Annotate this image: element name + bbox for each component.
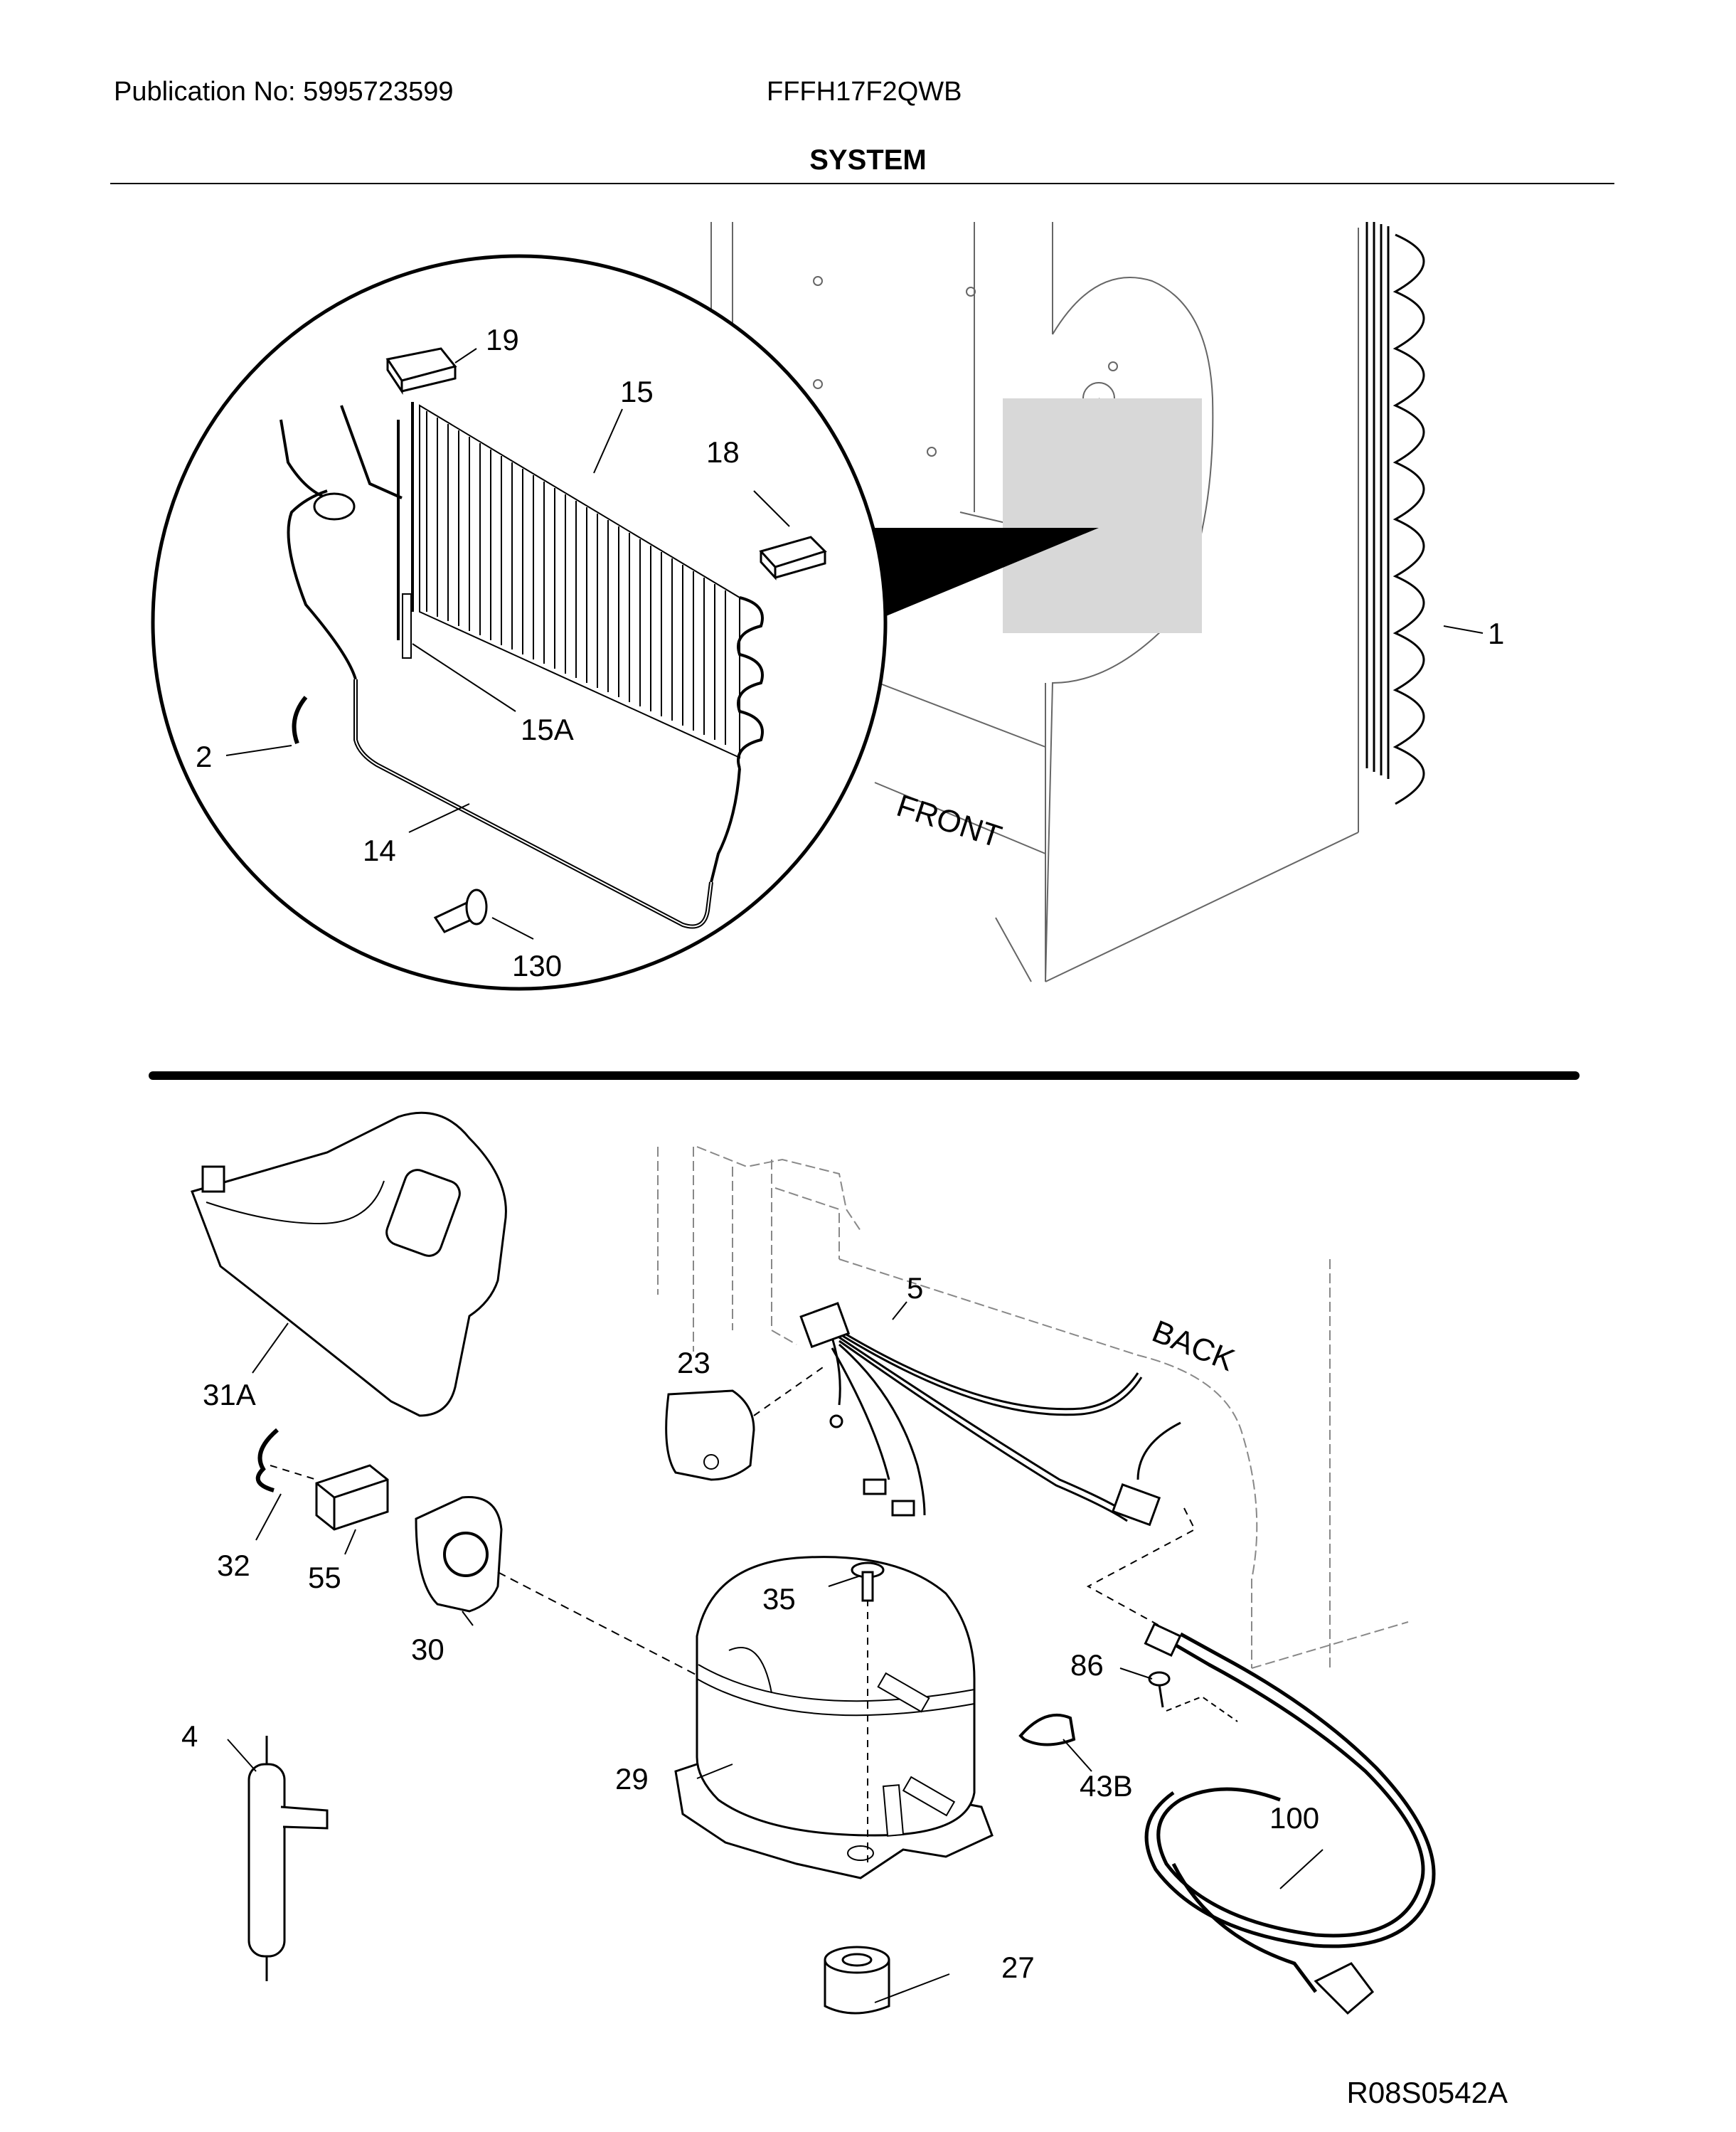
callout-15: 15 bbox=[620, 375, 654, 408]
insulation-block-19 bbox=[385, 347, 457, 395]
cord-connector bbox=[1144, 1622, 1182, 1658]
evaporator-opening-shading bbox=[1003, 398, 1202, 633]
model-number: FFFH17F2QWB bbox=[767, 77, 962, 107]
cord-plug bbox=[1314, 1962, 1375, 2015]
drain-pan-31a bbox=[191, 1111, 507, 1417]
front-label: FRONT bbox=[893, 788, 1006, 854]
relay-23 bbox=[665, 1389, 755, 1481]
callout-5: 5 bbox=[907, 1271, 923, 1305]
wiring-harness-5 bbox=[831, 1329, 1181, 1522]
callout-leader-1 bbox=[1443, 625, 1484, 634]
callout-19: 19 bbox=[486, 323, 519, 356]
callout-100: 100 bbox=[1269, 1801, 1319, 1835]
callout-31a: 31A bbox=[203, 1378, 256, 1411]
callout-15a: 15A bbox=[521, 713, 574, 746]
callout-43b: 43B bbox=[1080, 1769, 1133, 1803]
clip-2 bbox=[292, 696, 308, 745]
callout-18: 18 bbox=[706, 435, 740, 469]
callout-86: 86 bbox=[1070, 1648, 1104, 1682]
callout-29: 29 bbox=[615, 1762, 649, 1796]
callout-leaders-top bbox=[225, 348, 790, 940]
callout-14: 14 bbox=[363, 834, 396, 867]
callout-32: 32 bbox=[217, 1549, 250, 1582]
callout-130: 130 bbox=[512, 949, 562, 982]
drawing-code: R08S0542A bbox=[1346, 2076, 1508, 2109]
evaporator bbox=[397, 402, 764, 769]
callout-leaders-bottom bbox=[227, 1301, 1324, 2003]
detail-pointer bbox=[845, 528, 1099, 633]
compressor-29 bbox=[674, 1556, 994, 1879]
bolt-35 bbox=[851, 1561, 885, 1602]
condenser-coil bbox=[1365, 222, 1425, 805]
filter-drier-4 bbox=[247, 1736, 329, 1981]
clip-43b bbox=[1018, 1713, 1076, 1746]
callout-23: 23 bbox=[677, 1346, 710, 1379]
callout-1: 1 bbox=[1488, 617, 1504, 650]
callout-55: 55 bbox=[308, 1561, 341, 1594]
harness-connector-end bbox=[1111, 1483, 1161, 1527]
callout-2: 2 bbox=[196, 740, 212, 773]
insulation-block-18 bbox=[759, 536, 827, 580]
sensor-probe-15a bbox=[402, 593, 412, 659]
machine-compartment-outline bbox=[657, 1146, 1409, 1669]
callout-27: 27 bbox=[1001, 1951, 1035, 1984]
callout-35: 35 bbox=[762, 1582, 796, 1616]
overload-55 bbox=[315, 1464, 389, 1531]
clip-32 bbox=[255, 1428, 279, 1492]
harness-dashed-link bbox=[1086, 1507, 1196, 1626]
section-title: SYSTEM bbox=[809, 144, 927, 176]
callout-30: 30 bbox=[411, 1633, 444, 1666]
screw-86 bbox=[1148, 1671, 1171, 1708]
callout-4: 4 bbox=[181, 1719, 198, 1753]
publication-number: Publication No: 5995723599 bbox=[114, 77, 454, 107]
harness-connector bbox=[799, 1302, 851, 1349]
fastener-130 bbox=[433, 889, 488, 933]
back-label: BACK bbox=[1147, 1314, 1239, 1378]
power-cord-100 bbox=[1144, 1632, 1436, 1993]
grommet-27 bbox=[824, 1946, 890, 2015]
thermostat-bulb bbox=[313, 492, 356, 521]
